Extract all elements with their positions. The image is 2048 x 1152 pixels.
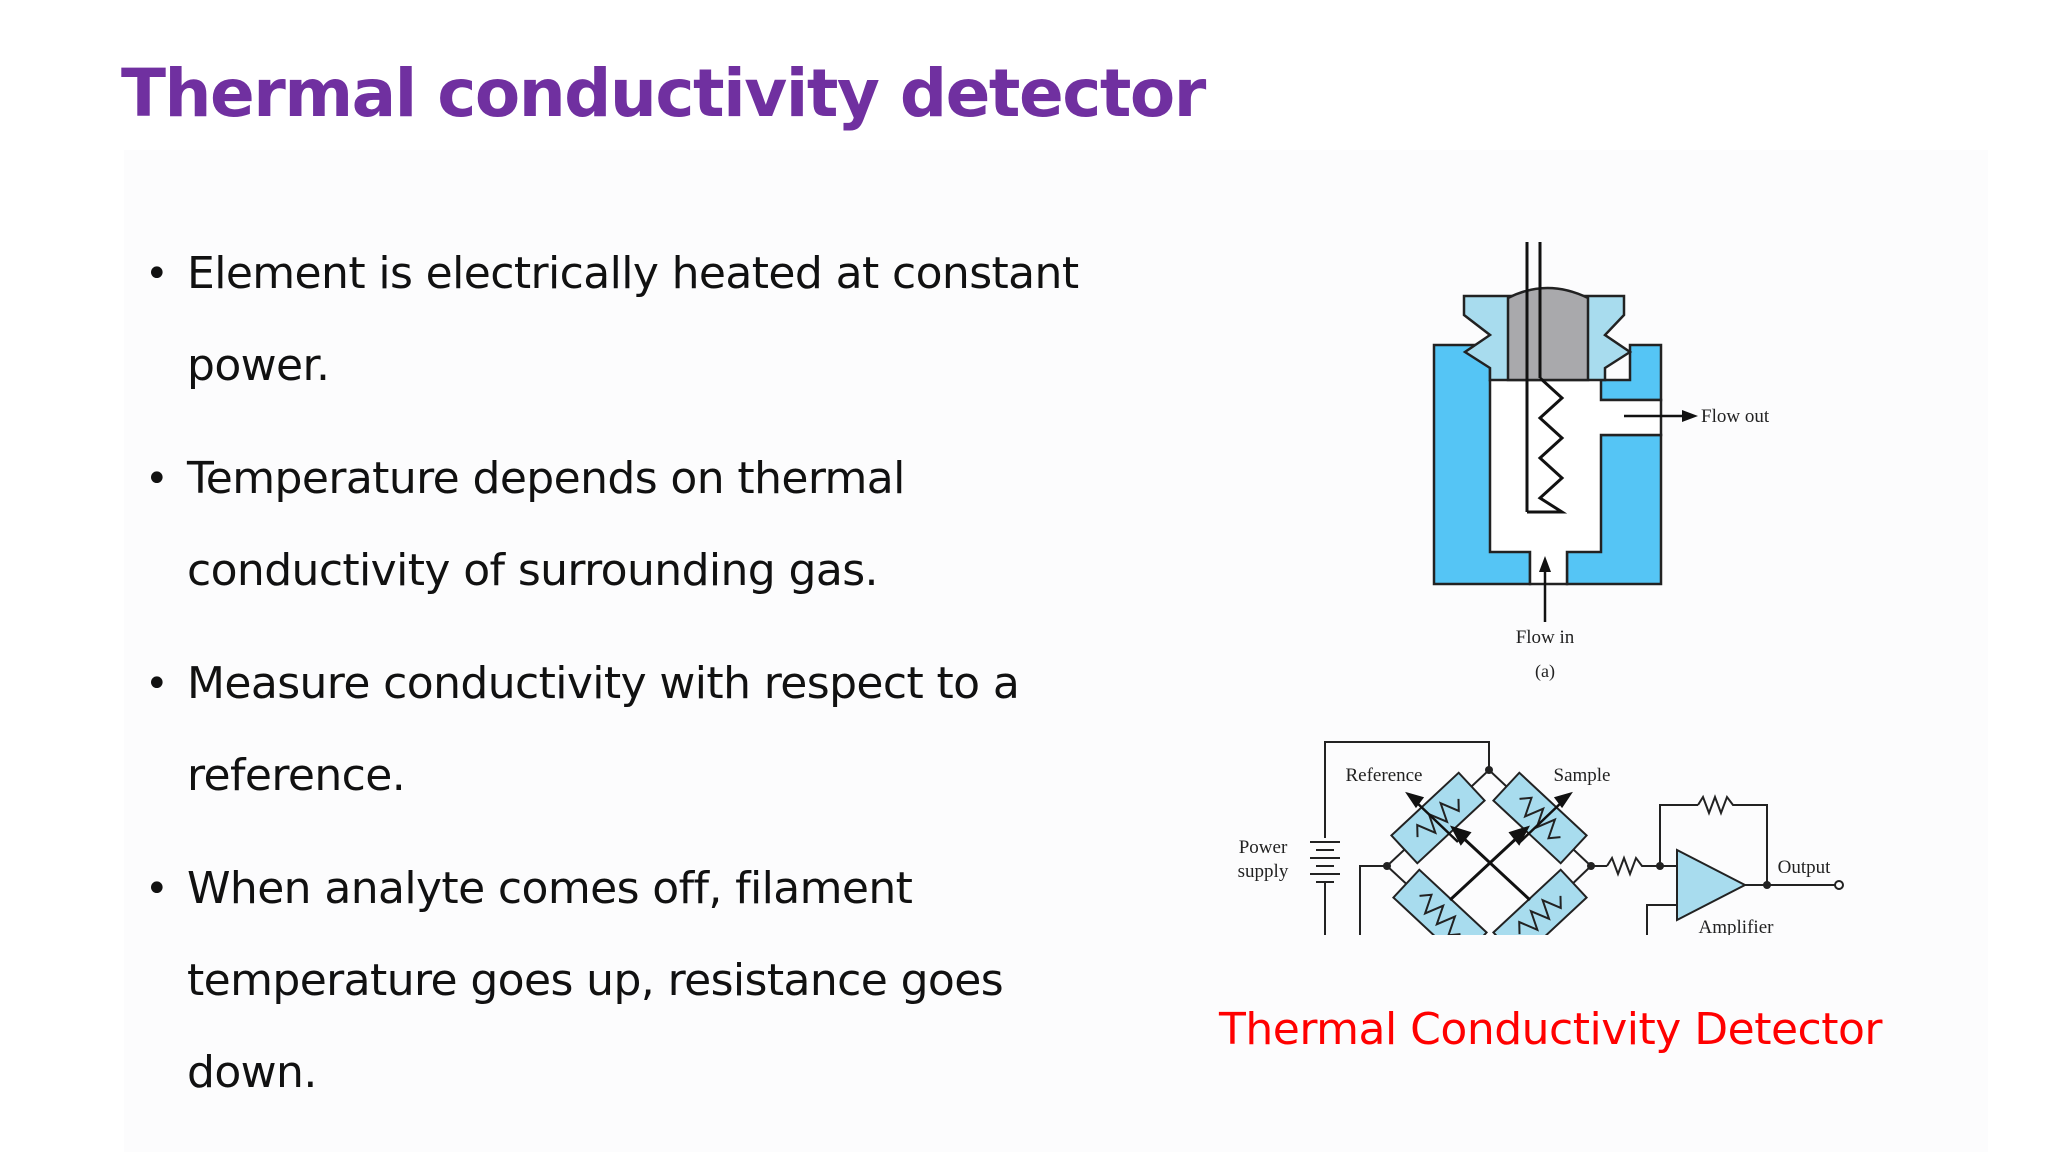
bullet-icon: • bbox=[145, 456, 169, 502]
figure-caption: Thermal Conductivity Detector bbox=[1219, 1004, 1882, 1055]
reference-label: Reference bbox=[1346, 765, 1423, 786]
power-supply-label: supply bbox=[1238, 861, 1289, 882]
filament-coil bbox=[1527, 376, 1568, 514]
bullet-item: • When analyte comes off, filament tempe… bbox=[145, 843, 1145, 1119]
bullet-icon: • bbox=[145, 661, 169, 707]
circuit-wire bbox=[1646, 904, 1677, 935]
bullet-text-line: Temperature depends on thermal bbox=[187, 453, 905, 504]
circuit-wire bbox=[1359, 865, 1387, 935]
bullet-item: • Measure conductivity with respect to a… bbox=[145, 638, 1145, 822]
amplifier-icon bbox=[1676, 848, 1748, 922]
bullet-list: • Element is electrically heated at cons… bbox=[145, 228, 1145, 1140]
flow-in-arrowhead bbox=[1539, 556, 1551, 572]
circuit-wire bbox=[1659, 804, 1698, 866]
bullet-text-line: When analyte comes off, filament bbox=[187, 863, 913, 914]
output-label: Output bbox=[1778, 857, 1832, 878]
flow-out-arrowhead bbox=[1682, 410, 1698, 422]
bullet-text-line: conductivity of surrounding gas. bbox=[187, 545, 879, 596]
bullet-icon: • bbox=[145, 251, 169, 297]
bridge-circuit-diagram: Power supply bbox=[1238, 741, 1844, 935]
bullet-text-line: Measure conductivity with respect to a bbox=[187, 658, 1020, 709]
reference-resistor bbox=[1389, 771, 1487, 865]
content-background bbox=[124, 150, 1988, 1152]
cross-arrows-icon bbox=[1448, 825, 1532, 902]
filament-plug bbox=[1506, 286, 1590, 382]
bullet-text-line: temperature goes up, resistance goes dow… bbox=[187, 955, 1004, 1098]
bullet-text-line: reference. bbox=[187, 750, 406, 801]
power-supply-icon bbox=[1310, 841, 1340, 935]
bullet-item: • Temperature depends on thermal conduct… bbox=[145, 433, 1145, 617]
bullet-text-line: Element is electrically heated at consta… bbox=[187, 248, 1079, 299]
cell-cavity bbox=[1488, 380, 1663, 586]
panel-label-a: (a) bbox=[1535, 661, 1555, 682]
flow-in-label: Flow in bbox=[1516, 627, 1575, 648]
slide-title: Thermal conductivity detector bbox=[121, 55, 1206, 132]
circuit-wire bbox=[1324, 741, 1490, 838]
input-resistor bbox=[1606, 855, 1660, 877]
variable-arrow-icon bbox=[1405, 791, 1573, 843]
feedback-resistor bbox=[1697, 794, 1768, 885]
bullet-icon: • bbox=[145, 866, 169, 912]
bridge-resistor bbox=[1491, 868, 1589, 935]
bridge-resistor bbox=[1391, 868, 1489, 935]
power-supply-label: Power bbox=[1239, 837, 1288, 858]
output-terminal bbox=[1834, 880, 1844, 890]
flow-out-label: Flow out bbox=[1701, 406, 1770, 427]
bullet-item: • Element is electrically heated at cons… bbox=[145, 228, 1145, 412]
sample-label: Sample bbox=[1554, 765, 1611, 786]
detector-cell-diagram: Flow out Flow in (a) bbox=[1432, 242, 1770, 682]
amplifier-label: Amplifier bbox=[1699, 917, 1775, 935]
sample-resistor bbox=[1491, 771, 1589, 865]
bullet-text-line: power. bbox=[187, 340, 330, 391]
